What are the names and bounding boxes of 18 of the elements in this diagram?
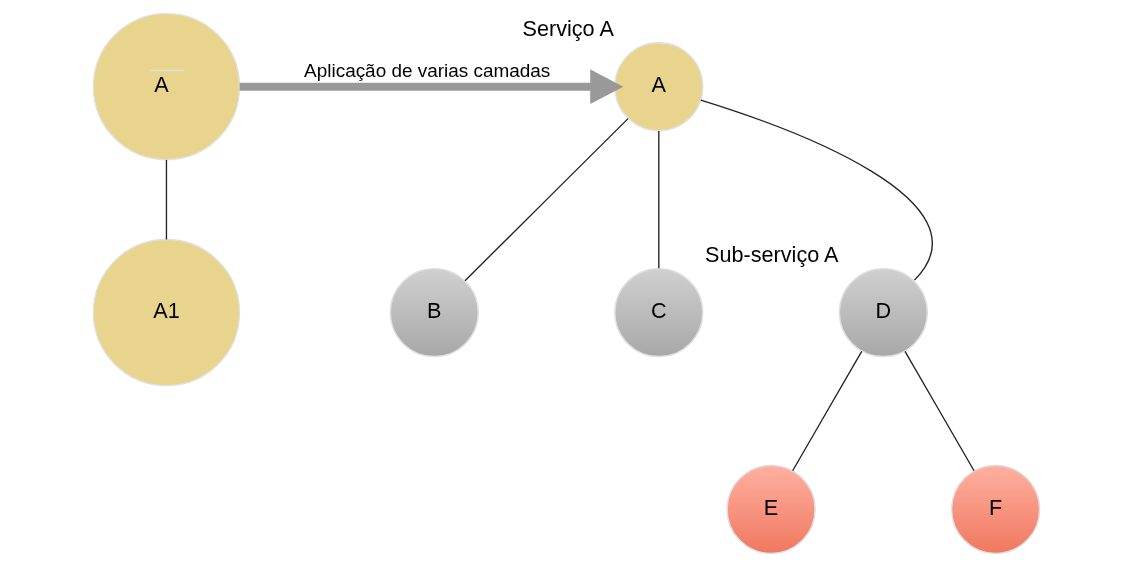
node-circle: F xyxy=(951,464,1041,555)
node-circle: A xyxy=(614,42,704,132)
node-label: Sub-serviço A xyxy=(705,241,839,267)
connector xyxy=(700,99,933,281)
node-label: Serviço A xyxy=(522,15,614,41)
connector xyxy=(464,117,629,282)
node-circle: B xyxy=(389,267,479,358)
node-circle: C xyxy=(614,267,704,358)
node-circle: D xyxy=(838,267,928,358)
node-circle: A xyxy=(92,12,241,161)
edge-label: Aplicação de varias camadas xyxy=(304,60,551,82)
connector xyxy=(165,159,168,241)
node-circle: A1 xyxy=(92,238,241,387)
connector xyxy=(658,130,660,269)
connector xyxy=(904,350,975,472)
connector xyxy=(792,350,863,472)
node-circle: E xyxy=(726,464,816,555)
arrow xyxy=(239,69,624,105)
